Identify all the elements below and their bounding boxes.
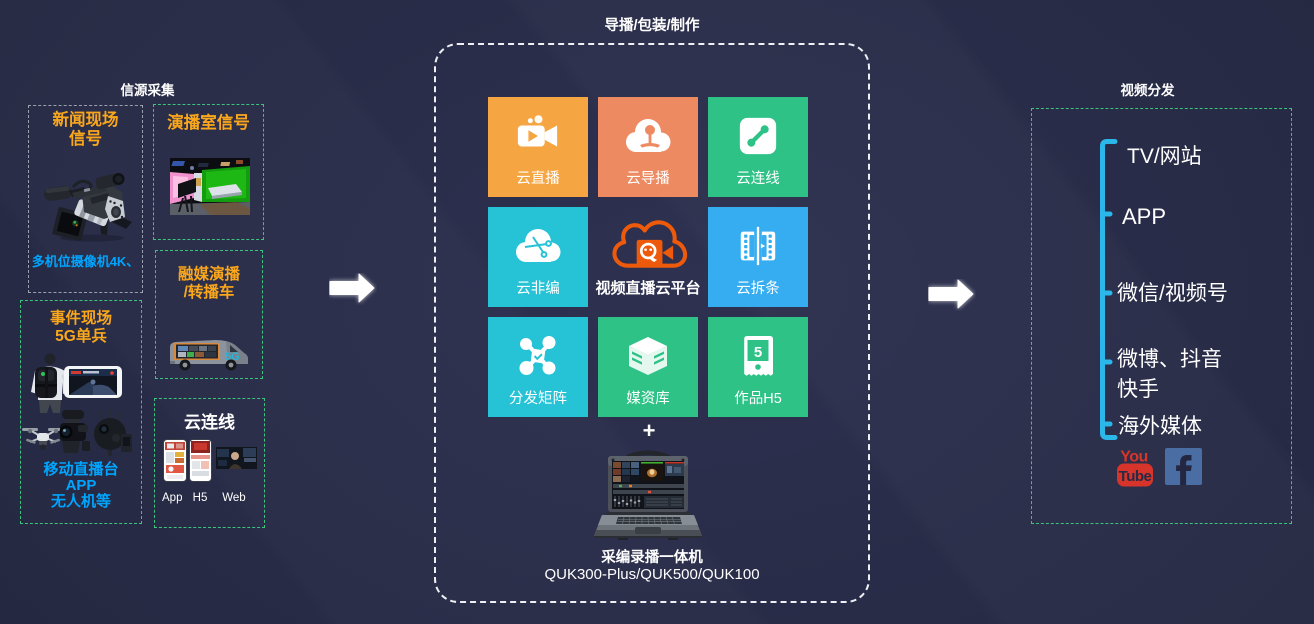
tile-cloud-editing: 云非编: [488, 207, 588, 307]
left-section-title: 信源采集: [120, 83, 175, 98]
tile-label: 媒资库: [626, 391, 670, 407]
tile-cloud-link: 云连线: [708, 97, 808, 197]
tile-cloud-live: 云直播: [488, 97, 588, 197]
tile-label: 云连线: [736, 171, 780, 187]
film-split-icon: [736, 223, 780, 269]
plus-sign: +: [642, 418, 656, 443]
dist-item-overseas: 海外媒体: [1118, 415, 1202, 438]
cloud-scissors-icon: [513, 223, 563, 269]
drone-image: [20, 416, 66, 459]
tile-label: 云非编: [516, 281, 560, 297]
news-signal-title: 新闻现场 信号: [52, 111, 119, 149]
media-van-title: 融媒演播 /转播车: [177, 266, 240, 302]
tile-cloud-director: 云导播: [598, 97, 698, 197]
tile-label: 分发矩阵: [509, 391, 567, 407]
dist-item-weibo: 微博、抖音 快手: [1117, 348, 1222, 402]
media-van-box: [155, 250, 263, 379]
flow-arrow-right: [928, 279, 976, 316]
event-5g-box: [20, 300, 142, 524]
tile-media-library: 媒资库: [598, 317, 698, 417]
cloudlink-label-app: App: [162, 492, 183, 504]
backpack-reporter-image: [27, 352, 77, 419]
studio-signal-box: [153, 104, 264, 240]
center-section-title: 导播/包装/制作: [604, 18, 700, 34]
camcorder-image: [42, 172, 135, 249]
dist-item-wechat: 微信/视频号: [1117, 282, 1228, 305]
cloudlink-title: 云连线: [184, 413, 235, 432]
event-5g-title: 事件现场 5G单兵: [49, 310, 112, 346]
phone-live-image: [63, 362, 123, 407]
dist-item-app: APP: [1122, 204, 1167, 229]
video-camera-icon: [515, 113, 561, 159]
tile-label: 作品H5: [734, 391, 782, 407]
production-container: [434, 43, 870, 603]
media-cube-icon: [625, 333, 671, 379]
facebook-icon: [1165, 448, 1202, 490]
cloudlink-label-h5: H5: [192, 492, 208, 504]
cloudlink-box: [154, 398, 265, 528]
dist-item-tv: TV/网站: [1127, 145, 1202, 168]
tile-label: 云拆条: [736, 281, 780, 297]
platform-label: 视频直播云平台: [595, 280, 701, 297]
web-image: [216, 447, 257, 474]
studio-image: [170, 158, 250, 220]
news-signal-caption: 多机位摄像机4K、: [31, 254, 140, 269]
van-5g-text: 5G: [225, 351, 240, 363]
event-5g-caption: 移动直播台 APP 无人机等: [43, 461, 119, 511]
platform-logo: [610, 219, 690, 280]
link-connection-icon: [737, 113, 779, 159]
van-image: 5G: [168, 333, 250, 378]
news-signal-box: [28, 105, 143, 293]
tile-cloud-splitting: 云拆条: [708, 207, 808, 307]
right-section-title: 视频分发: [1120, 83, 1175, 98]
youtube-icon: You Tube: [1117, 446, 1153, 492]
h5-phone-image: [189, 439, 212, 487]
tile-label: 云直播: [516, 171, 560, 187]
small-camcorder-image: [52, 408, 94, 461]
studio-signal-title: 演播室信号: [167, 114, 250, 132]
distribution-bracket: [1098, 137, 1120, 448]
h5-digit: 5: [754, 344, 762, 361]
device-name: 采编录播一体机: [601, 550, 703, 566]
app-phone-image: [163, 439, 187, 487]
laptop-image: [588, 446, 708, 545]
device-models: QUK300-Plus/QUK500/QUK100: [544, 566, 760, 583]
cloud-director-icon: [623, 113, 673, 159]
distribution-box: [1031, 108, 1292, 524]
flow-arrow-left: [329, 273, 377, 310]
h5-phone-icon: 5: [738, 333, 778, 379]
distribution-matrix-icon: [515, 333, 561, 379]
tile-label: 云导播: [626, 171, 670, 187]
tile-distribution-matrix: 分发矩阵: [488, 317, 588, 417]
youtube-tube-text: Tube: [1119, 468, 1152, 485]
cloudlink-label-web: Web: [222, 492, 246, 504]
tile-works-h5: 5 作品H5: [708, 317, 808, 417]
ball-camera-image: [88, 408, 132, 463]
youtube-you-text: You: [1120, 449, 1148, 466]
